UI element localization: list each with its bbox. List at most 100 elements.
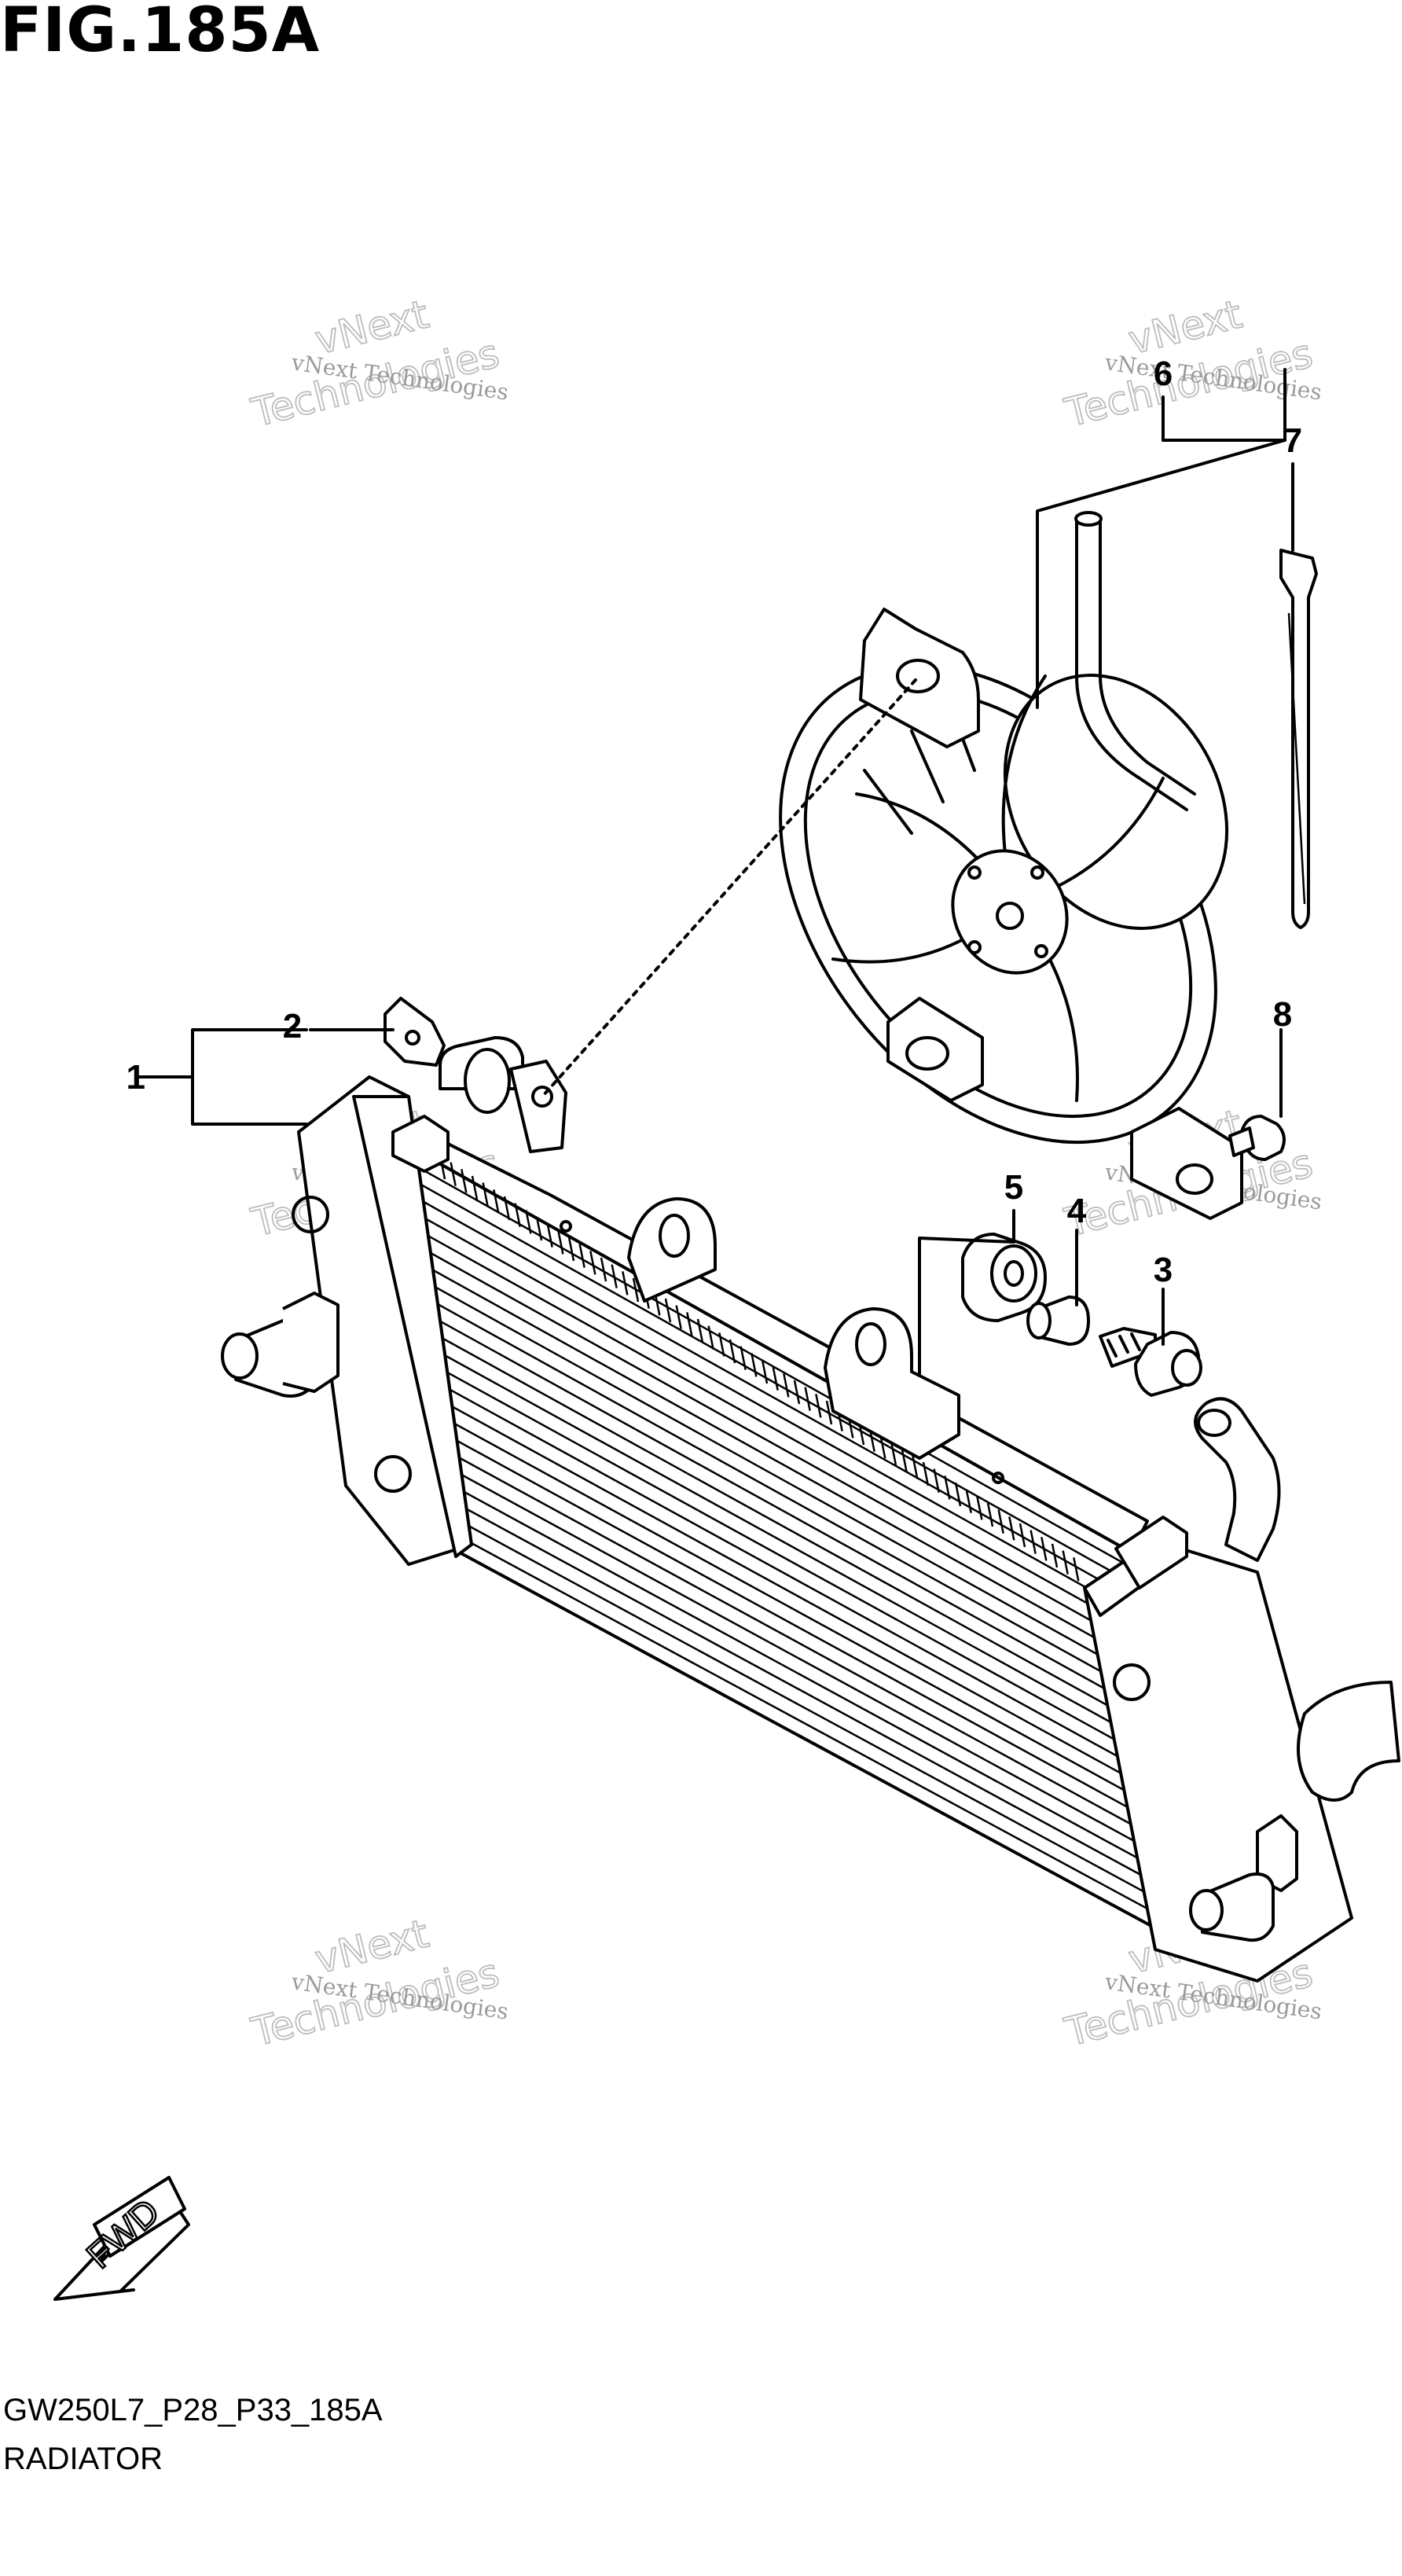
fin-hatch bbox=[986, 1502, 994, 1527]
fin-hatch bbox=[922, 1461, 930, 1486]
fin-hatch bbox=[901, 1448, 908, 1472]
fin-line bbox=[390, 1340, 1143, 1756]
fin-hatch bbox=[815, 1394, 822, 1418]
fin-hatch bbox=[611, 1264, 618, 1288]
fin-line bbox=[387, 1306, 1142, 1725]
fin-hatch bbox=[622, 1271, 629, 1295]
fin-hatch bbox=[600, 1257, 607, 1282]
figure-name: RADIATOR bbox=[3, 2442, 163, 2476]
fin-line bbox=[372, 1156, 1134, 1585]
fin-hatch bbox=[783, 1373, 790, 1398]
fin-hatch bbox=[954, 1482, 962, 1507]
fin-line bbox=[375, 1189, 1136, 1616]
cable-tie bbox=[1279, 549, 1318, 929]
fin-hatch bbox=[1062, 1550, 1069, 1575]
fin-hatch bbox=[578, 1244, 585, 1268]
fin-hatch bbox=[1073, 1557, 1080, 1582]
fin-line bbox=[388, 1323, 1143, 1740]
fin-line bbox=[402, 1457, 1149, 1865]
fin-line bbox=[384, 1273, 1140, 1694]
fin-hatch bbox=[696, 1318, 704, 1343]
fin-hatch bbox=[567, 1237, 575, 1262]
fin-hatch bbox=[761, 1359, 769, 1384]
fin-hatch bbox=[976, 1496, 983, 1520]
fin-line bbox=[373, 1173, 1135, 1600]
fin-hatch bbox=[686, 1312, 693, 1336]
fin-hatch bbox=[751, 1353, 758, 1377]
right-tank bbox=[1083, 1397, 1400, 1983]
fin-line bbox=[391, 1357, 1144, 1772]
fin-hatch bbox=[933, 1468, 940, 1493]
fin-hatch bbox=[707, 1325, 714, 1350]
fin-line bbox=[406, 1507, 1151, 1912]
fin-hatch bbox=[1008, 1516, 1015, 1541]
figure-code: GW250L7_P28_P33_185A bbox=[3, 2393, 383, 2427]
fin-hatch bbox=[557, 1230, 564, 1255]
fin-line bbox=[395, 1390, 1146, 1802]
fin-hatch bbox=[482, 1182, 489, 1207]
fin-hatch bbox=[514, 1203, 521, 1227]
fin-hatch bbox=[825, 1400, 833, 1425]
fin-hatch bbox=[1051, 1543, 1059, 1568]
figure-title: FIG.185A bbox=[0, 0, 321, 66]
fin-hatch bbox=[944, 1475, 951, 1500]
fin-hatch bbox=[1018, 1523, 1026, 1548]
fin-line bbox=[399, 1440, 1148, 1850]
left-tank bbox=[221, 1036, 567, 1566]
radiator-upper-bracket-right bbox=[824, 1307, 960, 1460]
callout-5: 5 bbox=[1004, 1168, 1023, 1207]
fin-hatch bbox=[997, 1509, 1004, 1534]
callout-6: 6 bbox=[1154, 355, 1173, 393]
watermark-bottom-left: vNext Technologies vNext Technologies bbox=[246, 1910, 510, 2056]
fin-line bbox=[396, 1407, 1147, 1818]
fin-hatch bbox=[503, 1196, 511, 1221]
fin-hatch bbox=[793, 1380, 801, 1405]
radiator-upper-bracket-left bbox=[627, 1197, 717, 1303]
fin-hatch bbox=[1029, 1530, 1037, 1554]
fin-hatch bbox=[740, 1346, 747, 1370]
callout-8: 8 bbox=[1273, 995, 1292, 1034]
fwd-arrow: FWD bbox=[53, 2176, 190, 2301]
fin-hatch bbox=[729, 1339, 736, 1364]
fin-line bbox=[385, 1290, 1141, 1710]
fin-line bbox=[393, 1373, 1145, 1787]
fin-hatch bbox=[461, 1169, 468, 1193]
fin-hatch bbox=[493, 1189, 500, 1214]
fin-hatch bbox=[664, 1298, 672, 1323]
callout-4: 4 bbox=[1067, 1192, 1087, 1230]
fin-line bbox=[405, 1490, 1151, 1896]
fin-line bbox=[403, 1474, 1150, 1880]
fin-hatch bbox=[772, 1366, 779, 1391]
fin-line bbox=[382, 1256, 1139, 1678]
clip-nut bbox=[384, 997, 446, 1067]
fin-hatch bbox=[471, 1175, 479, 1200]
radiator-top-holes bbox=[560, 1220, 1004, 1484]
fin-line bbox=[398, 1424, 1147, 1834]
fin-hatch bbox=[535, 1216, 543, 1241]
fin-line bbox=[378, 1223, 1137, 1647]
fin-hatch bbox=[450, 1162, 457, 1186]
fin-hatch bbox=[589, 1251, 596, 1275]
fin-hatch bbox=[718, 1332, 725, 1357]
callout-7: 7 bbox=[1283, 421, 1302, 460]
fan-bolt bbox=[1228, 1115, 1286, 1161]
callout-3: 3 bbox=[1154, 1251, 1173, 1289]
callout-2: 2 bbox=[283, 1007, 302, 1045]
callout-1: 1 bbox=[127, 1058, 145, 1097]
fin-hatch bbox=[675, 1305, 682, 1329]
fin-hatch bbox=[890, 1441, 897, 1466]
watermark-top-left: vNext Technologies vNext Technologies bbox=[246, 291, 510, 437]
bolt bbox=[1099, 1327, 1202, 1397]
fin-hatch bbox=[912, 1455, 919, 1479]
fin-line bbox=[376, 1207, 1136, 1632]
cooling-fan-assembly bbox=[779, 511, 1243, 1220]
fin-hatch bbox=[546, 1223, 553, 1248]
fin-hatch bbox=[1040, 1537, 1048, 1561]
fin-hatch bbox=[965, 1489, 972, 1513]
fin-hatch bbox=[525, 1210, 532, 1234]
fin-line bbox=[380, 1240, 1138, 1663]
leader-lines bbox=[136, 368, 1294, 1377]
grommet bbox=[961, 1233, 1047, 1322]
fin-hatch bbox=[632, 1277, 640, 1303]
